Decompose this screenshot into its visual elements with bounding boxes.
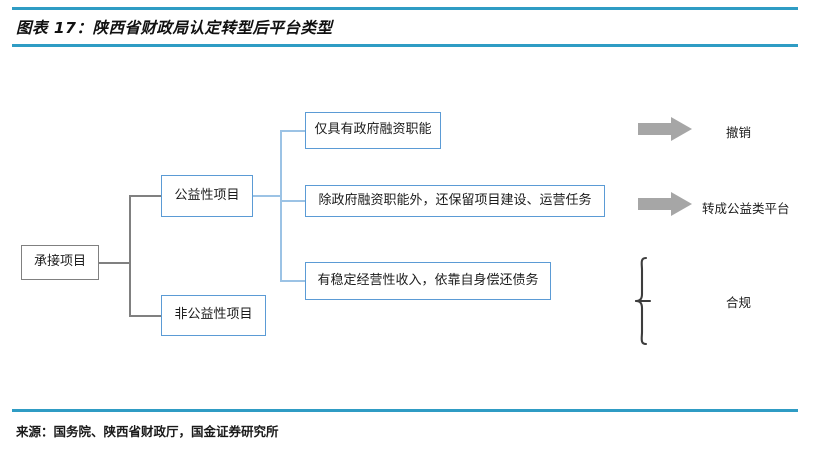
node-criterion-stable-income: 有稳定经营性收入，依靠自身偿还债务 [305,262,551,300]
header-rule-top [12,7,798,10]
node-non-public-welfare-project: 非公益性项目 [161,295,266,336]
connector-public-to-criterion-1 [280,130,306,132]
header-rule-bottom [12,44,798,47]
node-root-project: 承接项目 [21,245,99,280]
curly-brace-icon [634,256,652,346]
connector-public-to-criterion-2 [280,200,306,202]
connector-public-stub [252,195,282,197]
arrow-right-icon [638,117,692,141]
node-criterion-financing-plus-operations: 除政府融资职能外，还保留项目建设、运营任务 [305,185,605,217]
connector-root-vertical [129,196,131,317]
outcome-label-compliant: 合规 [726,295,752,310]
footer-rule [12,409,798,412]
connector-public-vertical [280,130,282,282]
outcome-label-convert-to-public-platform: 转成公益类平台 [702,201,790,216]
node-criterion-financing-only: 仅具有政府融资职能 [305,112,441,149]
node-public-welfare-project: 公益性项目 [161,175,253,217]
connector-root-to-public [129,195,162,197]
arrow-right-icon [638,192,692,216]
page-title: 图表 17：陕西省财政局认定转型后平台类型 [16,19,333,37]
outcome-label-cancel: 撤销 [726,125,752,140]
source-note: 来源：国务院、陕西省财政厅，国金证券研究所 [16,424,279,439]
connector-root-to-nonpublic [129,315,162,317]
connector-root-stub [99,262,131,264]
connector-public-to-criterion-3 [280,280,306,282]
